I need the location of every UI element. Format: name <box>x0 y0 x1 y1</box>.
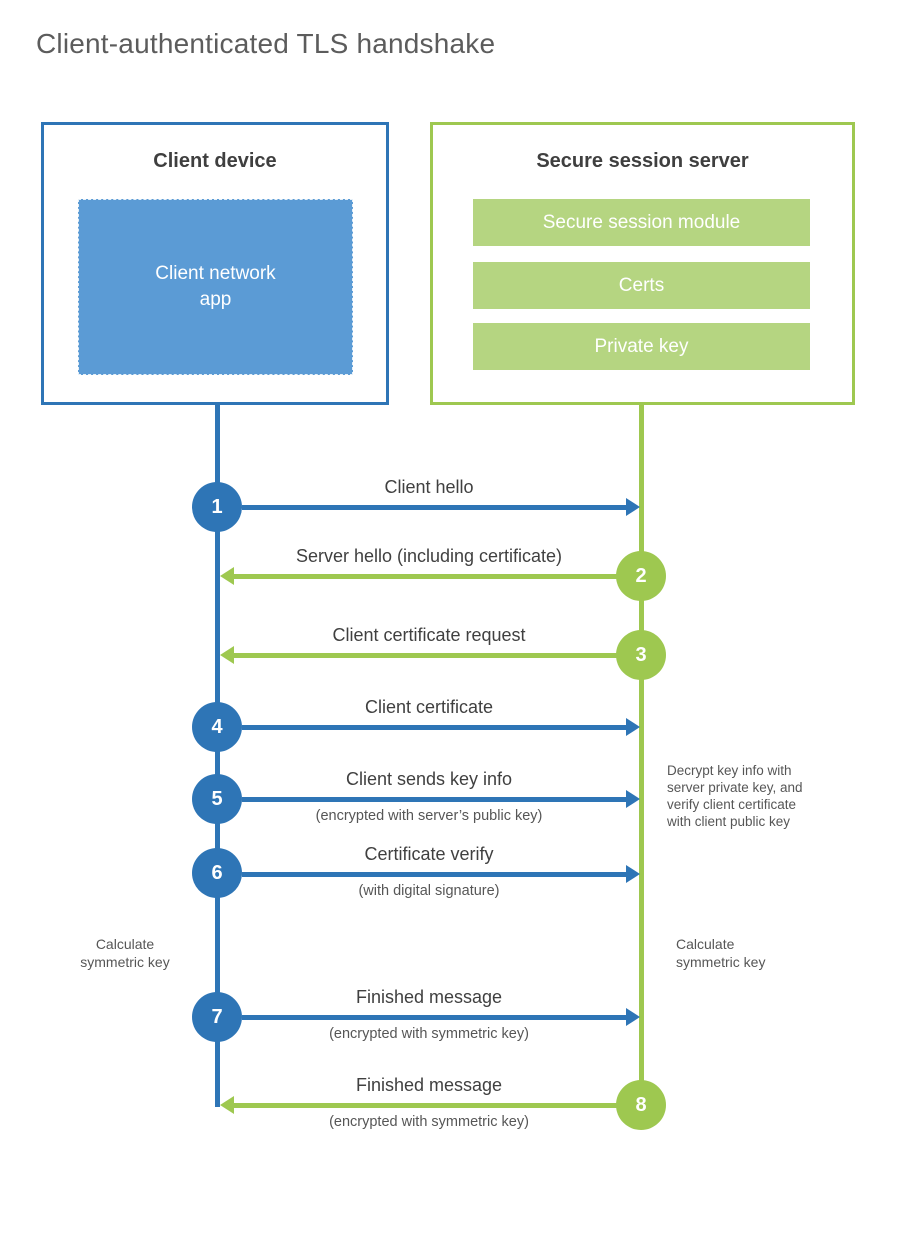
server-module-private-key: Private key <box>473 323 810 370</box>
server-box: Secure session server Secure session mod… <box>430 122 855 405</box>
step1-arrow-line <box>242 505 626 510</box>
server-title: Secure session server <box>536 150 749 172</box>
step8-circle: 8 <box>616 1080 666 1130</box>
step2-arrow-line <box>234 574 617 579</box>
step3-label: Client certificate request <box>332 625 526 645</box>
step2-circle: 2 <box>616 551 666 601</box>
server-calculate-key-note: Calculate symmetric key <box>676 936 766 970</box>
step8-label: Finished message <box>355 1075 503 1095</box>
server-module-certs: Certs <box>473 262 810 309</box>
step7-arrowhead-icon <box>626 1008 640 1026</box>
step8-sublabel: (encrypted with symmetric key) <box>329 1114 529 1130</box>
step6-arrowhead-icon <box>626 865 640 883</box>
step2-label: Server hello (including certificate) <box>295 546 563 566</box>
server-module-secure-session: Secure session module <box>473 199 810 246</box>
step5-sublabel: (encrypted with server’s public key) <box>315 808 543 824</box>
step4-arrowhead-icon <box>626 718 640 736</box>
step5-label: Client sends key info <box>345 769 513 789</box>
step6-circle: 6 <box>192 848 242 898</box>
step7-label: Finished message <box>355 987 503 1007</box>
step5-arrowhead-icon <box>626 790 640 808</box>
step1-arrowhead-icon <box>626 498 640 516</box>
server-lifeline <box>639 404 644 1105</box>
step3-arrowhead-icon <box>220 646 234 664</box>
step1-circle: 1 <box>192 482 242 532</box>
step4-arrow-line <box>242 725 626 730</box>
step6-label: Certificate verify <box>364 844 494 864</box>
client-lifeline <box>215 404 220 1107</box>
step1-label: Client hello <box>384 477 474 497</box>
step5-arrow-line <box>242 797 626 802</box>
step2-arrowhead-icon <box>220 567 234 585</box>
client-calculate-key-note: Calculate symmetric key <box>80 936 170 970</box>
step6-arrow-line <box>242 872 626 877</box>
client-network-app-box: Client network app <box>78 199 353 375</box>
client-device-box: Client device Client network app <box>41 122 389 405</box>
step3-circle: 3 <box>616 630 666 680</box>
page-title: Client-authenticated TLS handshake <box>36 28 496 59</box>
step4-label: Client certificate <box>364 697 494 717</box>
step6-sublabel: (with digital signature) <box>358 883 500 899</box>
step7-sublabel: (encrypted with symmetric key) <box>329 1026 529 1042</box>
step5-circle: 5 <box>192 774 242 824</box>
step7-arrow-line <box>242 1015 626 1020</box>
step8-arrow-line <box>234 1103 617 1108</box>
step8-arrowhead-icon <box>220 1096 234 1114</box>
client-device-title: Client device <box>153 150 277 172</box>
step4-circle: 4 <box>192 702 242 752</box>
step3-arrow-line <box>234 653 617 658</box>
step7-circle: 7 <box>192 992 242 1042</box>
server-decrypt-note: Decrypt key info with server private key… <box>667 763 803 829</box>
